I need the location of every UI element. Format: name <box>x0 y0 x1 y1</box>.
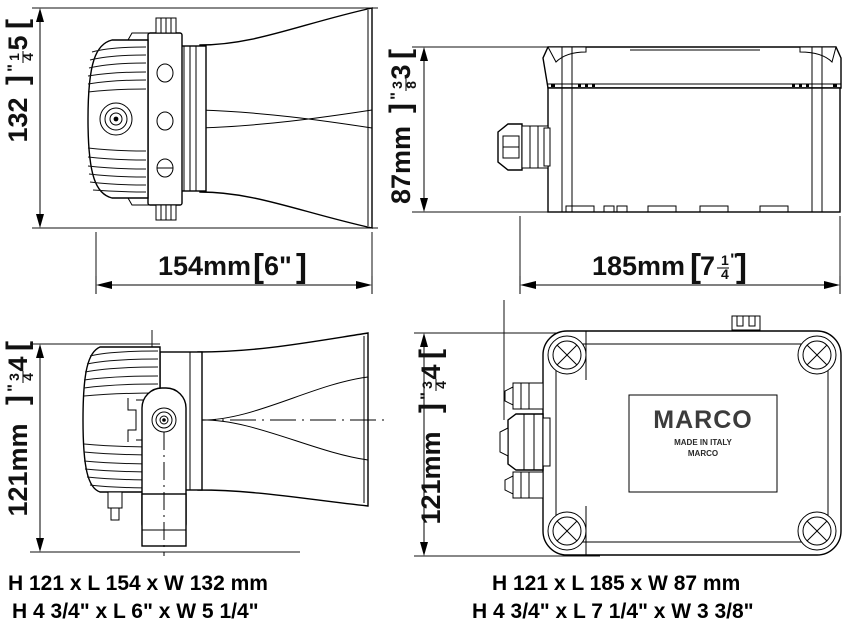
inch-num-185: 1 <box>721 252 729 268</box>
caption-right: H 121 x L 185 x W 87 mm H 4 3/4" x L 7 1… <box>472 572 754 623</box>
panel-horn-top-view: 132 [ 5 1 4 " ] 154mm [ 6" ] <box>1 7 378 294</box>
dim-87-text: 87mm <box>386 126 416 204</box>
inch-den-87: 8 <box>403 81 419 89</box>
dimension-label-box-width: 185mm [ 7 1 4 " ] <box>592 247 747 284</box>
dimension-line-horn-depth <box>36 344 44 552</box>
inch-den-121-left: 4 <box>20 373 36 381</box>
dimension-line-box-depth <box>420 333 428 556</box>
dim-132-number: 132 <box>3 97 33 142</box>
inch-num-132: 1 <box>6 53 22 61</box>
inch-den-132: 4 <box>20 53 36 61</box>
seam-detail-dots <box>551 84 837 87</box>
bracket-close-154: ] <box>296 247 307 284</box>
dim-121-right-text: 121mm <box>416 431 446 524</box>
inch-whole-132: 5 <box>3 35 33 50</box>
nameplate-line2: MARCO <box>688 449 718 458</box>
inch-den-185: 4 <box>721 266 729 282</box>
caption-left-metric: H 121 x L 154 x W 132 mm <box>8 572 268 595</box>
dim-121-left-text: 121mm <box>3 423 33 516</box>
inch-mark-185: " <box>730 250 738 269</box>
inch-num-121-left: 3 <box>6 373 22 381</box>
inch-mark-121-left: " <box>4 384 23 392</box>
caption-right-imperial: H 4 3/4" x L 7 1/4" x W 3 3/8" <box>472 600 754 623</box>
horn-flare-side <box>110 332 390 507</box>
nameplate-line1: MADE IN ITALY <box>674 438 732 447</box>
dimension-line-horn-width <box>95 276 373 294</box>
inch-whole-185: 7 <box>700 251 715 281</box>
cable-gland-top-middle <box>499 413 551 471</box>
bracket-open-87: [ <box>384 49 417 59</box>
bracket-open-121-right: [ <box>414 349 447 359</box>
horn-mount-bracket-top <box>147 17 183 221</box>
cable-gland-top-upper <box>504 382 544 410</box>
box-bottom-feet <box>565 205 789 212</box>
panel-horn-side-view: 121mm [ 4 3 4 " ] <box>1 330 390 556</box>
horn-motor-housing-top <box>87 32 150 206</box>
caption-left-imperial: H 4 3/4" x L 6" x W 5 1/4" <box>12 600 259 623</box>
corner-screw-bottom-left <box>547 511 587 551</box>
dimension-label-horn-depth: 121mm <box>3 423 33 516</box>
dimension-label-box-depth-inch: [ 4 3 4 " ] <box>414 349 449 413</box>
dimension-line-box-height <box>420 47 428 212</box>
dimension-line-box-width <box>519 276 841 294</box>
corner-screw-bottom-right <box>797 511 837 551</box>
bracket-close-87: ] <box>384 103 417 113</box>
panel-box-top-view: MARCO MADE IN ITALY MARCO 121mm [ 4 3 4 … <box>414 300 842 557</box>
panel-box-side-view: 87mm [ 3 3 8 " ] 185mm [ 7 1 4 " ] <box>384 46 842 294</box>
extension-lines-box-top <box>414 300 600 557</box>
inch-mark-121-right: " <box>417 392 436 400</box>
nameplate-brand: MARCO <box>653 406 752 434</box>
cooling-fins-top <box>87 46 147 193</box>
dimension-label-horn-height-inch: [ 5 1 4 " ] <box>1 19 36 85</box>
dimension-label-box-height: 87mm <box>386 126 416 204</box>
inch-num-87: 3 <box>389 81 405 89</box>
inch-154: 6" <box>264 251 292 281</box>
inch-num-121-right: 3 <box>419 381 435 389</box>
bracket-close-121-right: ] <box>414 403 447 413</box>
junction-box-side <box>497 46 842 213</box>
inch-mark-132: " <box>4 64 23 72</box>
drain-nipple <box>107 491 123 509</box>
dimension-line-horn-height <box>36 8 44 228</box>
inch-whole-87: 3 <box>386 64 416 79</box>
cable-gland-side <box>497 123 551 171</box>
bracket-open-185: [ <box>690 247 701 284</box>
dim-185-text: 185mm <box>592 251 685 281</box>
dimension-label-box-height-inch: [ 3 3 8 " ] <box>384 49 419 113</box>
caption-left: H 121 x L 154 x W 132 mm H 4 3/4" x L 6"… <box>8 572 268 623</box>
bracket-hole-middle <box>156 111 174 131</box>
terminal-tabs-top <box>731 315 761 331</box>
dimension-label-horn-height: 132 <box>3 97 33 142</box>
corner-screws <box>547 335 837 551</box>
nameplate: MARCO MADE IN ITALY MARCO <box>628 394 778 493</box>
bracket-open-121-left: [ <box>1 341 34 351</box>
cable-gland-top-lower <box>504 471 544 499</box>
extension-lines-horn-top <box>32 7 378 288</box>
inch-whole-121-left: 4 <box>3 356 33 371</box>
dimension-label-horn-width: 154mm [ 6" ] <box>158 247 307 284</box>
inch-whole-121-right: 4 <box>416 364 446 379</box>
inch-mark-87: " <box>387 92 406 100</box>
bracket-close-121-left: ] <box>1 395 34 405</box>
dim-154-text: 154mm <box>158 251 251 281</box>
caption-right-metric: H 121 x L 185 x W 87 mm <box>492 572 740 595</box>
bracket-open-154: [ <box>253 247 264 284</box>
bracket-open-132: [ <box>1 19 34 29</box>
inch-den-121-right: 4 <box>433 381 449 389</box>
horn-flare-top <box>199 7 373 229</box>
horn-motor-housing-side <box>82 346 161 521</box>
bracket-close-132: ] <box>1 75 34 85</box>
dimension-label-box-depth: 121mm <box>416 431 446 524</box>
dimension-label-horn-depth-inch: [ 4 3 4 " ] <box>1 341 36 405</box>
horn-mount-bracket-side <box>141 387 187 556</box>
corner-screw-top-left <box>547 335 587 375</box>
corner-screw-top-right <box>797 335 837 375</box>
bracket-close-185: ] <box>736 247 747 284</box>
bracket-hole-upper <box>156 63 174 83</box>
junction-box-top: MARCO MADE IN ITALY MARCO <box>499 315 842 556</box>
